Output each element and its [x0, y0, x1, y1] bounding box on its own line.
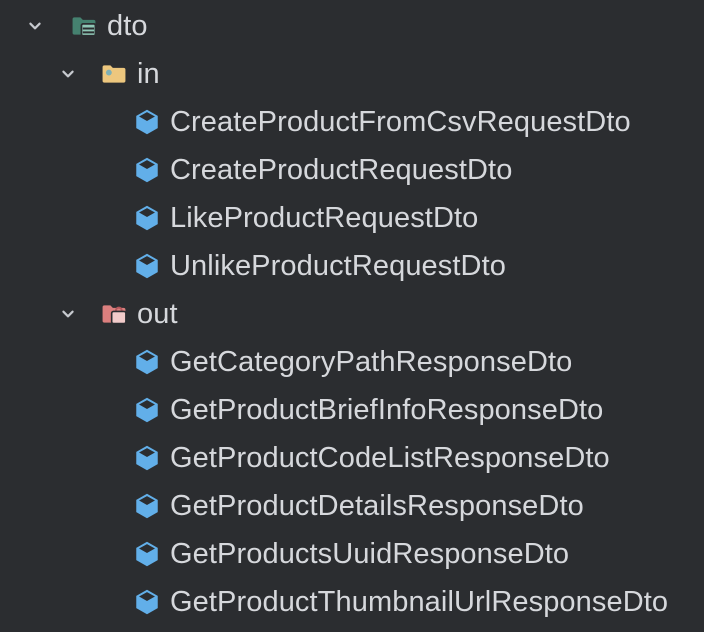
- class-cube-icon: [133, 108, 161, 136]
- chevron-down-icon[interactable]: [57, 63, 79, 85]
- tree-row-out[interactable]: out: [0, 290, 704, 338]
- tree-row-class[interactable]: GetProductBriefInfoResponseDto: [0, 386, 704, 434]
- tree-row-class[interactable]: LikeProductRequestDto: [0, 194, 704, 242]
- class-cube-icon: [133, 588, 161, 616]
- tree-row-class[interactable]: UnlikeProductRequestDto: [0, 242, 704, 290]
- tree-item-label[interactable]: CreateProductRequestDto: [170, 153, 513, 186]
- out-folder-icon: [100, 300, 128, 328]
- dto-folder-icon: [70, 12, 98, 40]
- tree-item-label[interactable]: GetProductDetailsResponseDto: [170, 489, 584, 522]
- tree-item-label[interactable]: GetProductCodeListResponseDto: [170, 441, 610, 474]
- tree-row-in[interactable]: in: [0, 50, 704, 98]
- tree-item-label[interactable]: UnlikeProductRequestDto: [170, 249, 506, 282]
- chevron-down-icon[interactable]: [57, 303, 79, 325]
- class-cube-icon: [133, 492, 161, 520]
- tree-row-class[interactable]: CreateProductFromCsvRequestDto: [0, 98, 704, 146]
- tree-row-class[interactable]: GetProductsUuidResponseDto: [0, 530, 704, 578]
- tree-row-dto[interactable]: dto: [0, 2, 704, 50]
- tree-row-class[interactable]: GetProductThumbnailUrlResponseDto: [0, 578, 704, 626]
- tree-row-class[interactable]: CreateProductRequestDto: [0, 146, 704, 194]
- tree-item-label[interactable]: CreateProductFromCsvRequestDto: [170, 105, 631, 138]
- tree-item-label[interactable]: GetProductsUuidResponseDto: [170, 537, 570, 570]
- tree-row-class[interactable]: GetProductCodeListResponseDto: [0, 434, 704, 482]
- class-cube-icon: [133, 348, 161, 376]
- tree-row-class[interactable]: GetProductDetailsResponseDto: [0, 482, 704, 530]
- class-cube-icon: [133, 444, 161, 472]
- in-folder-icon: [100, 60, 128, 88]
- tree-item-label[interactable]: GetCategoryPathResponseDto: [170, 345, 573, 378]
- tree-item-label[interactable]: LikeProductRequestDto: [170, 201, 479, 234]
- tree-item-label[interactable]: dto: [107, 9, 148, 42]
- tree-row-class[interactable]: GetCategoryPathResponseDto: [0, 338, 704, 386]
- class-cube-icon: [133, 396, 161, 424]
- class-cube-icon: [133, 156, 161, 184]
- tree-item-label[interactable]: in: [137, 57, 160, 90]
- class-cube-icon: [133, 252, 161, 280]
- tree-item-label[interactable]: GetProductThumbnailUrlResponseDto: [170, 585, 669, 618]
- chevron-down-icon[interactable]: [24, 15, 46, 37]
- class-cube-icon: [133, 204, 161, 232]
- tree-item-label[interactable]: GetProductBriefInfoResponseDto: [170, 393, 604, 426]
- class-cube-icon: [133, 540, 161, 568]
- tree-item-label[interactable]: out: [137, 297, 178, 330]
